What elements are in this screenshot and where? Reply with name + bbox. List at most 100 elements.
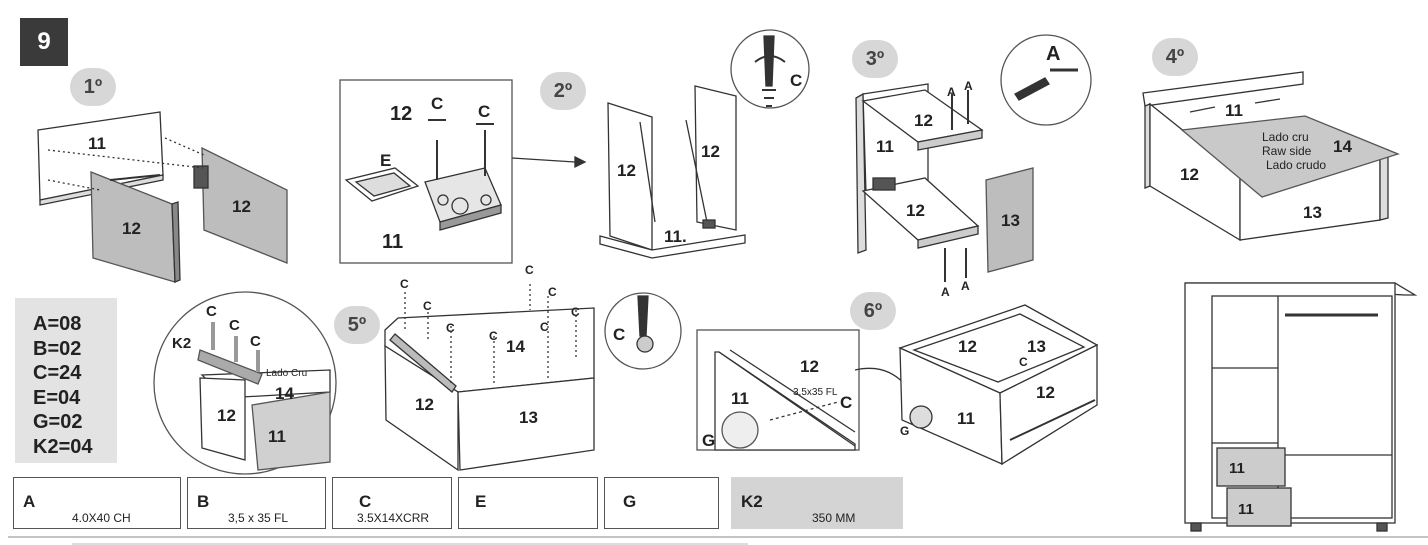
part-spec: 4.0X40 CH bbox=[72, 511, 131, 525]
part-box-b: B 3,5 x 35 FL bbox=[187, 477, 326, 529]
step4-drawing bbox=[1142, 71, 1400, 242]
hardware-label-c: C bbox=[478, 102, 491, 121]
hardware-label-c: C bbox=[423, 299, 432, 313]
quantity-item: C=24 bbox=[33, 362, 82, 384]
hardware-label-c: C bbox=[400, 277, 409, 291]
raw-side-note: Lado crudo bbox=[1266, 158, 1327, 172]
hardware-label-c: C bbox=[229, 317, 240, 334]
screw-spec-note: 3,5x35 FL bbox=[793, 387, 838, 398]
hardware-label-c: C bbox=[431, 94, 444, 113]
hardware-label-c: C bbox=[790, 71, 803, 90]
part-label-11: 11 bbox=[1225, 101, 1243, 120]
hardware-label-c: C bbox=[571, 305, 580, 319]
step6-drawing bbox=[898, 304, 1099, 466]
part-label-12: 12 bbox=[906, 201, 925, 220]
hardware-label-e: E bbox=[380, 151, 392, 170]
part-spec: 3.5X14XCRR bbox=[357, 511, 430, 525]
hardware-label-g: G bbox=[900, 424, 910, 438]
step3-drawing bbox=[855, 34, 1092, 282]
part-code: E bbox=[475, 492, 487, 511]
hardware-label-c: C bbox=[613, 325, 626, 344]
hardware-label-c: C bbox=[1019, 355, 1028, 369]
part-spec: 350 MM bbox=[812, 511, 856, 525]
hardware-label-a: A bbox=[1046, 43, 1061, 65]
quantity-item: G=02 bbox=[33, 411, 83, 433]
hardware-label-c: C bbox=[446, 321, 455, 335]
step1-drawing bbox=[37, 111, 288, 283]
step-2-badge: 2º bbox=[540, 72, 586, 110]
hardware-label-c: C bbox=[206, 303, 217, 320]
part-box-c: C 3.5X14XCRR bbox=[332, 477, 452, 529]
part-label-12: 12 bbox=[415, 395, 434, 414]
part-label-12: 12 bbox=[390, 103, 413, 125]
part-code: C bbox=[359, 492, 372, 511]
hardware-label-a: A bbox=[961, 279, 970, 293]
raw-side-note: Raw side bbox=[1262, 144, 1312, 158]
part-label-14: 14 bbox=[275, 384, 294, 403]
part-code: B bbox=[197, 492, 210, 511]
part-label-11: 11 bbox=[957, 409, 975, 428]
part-label-12: 12 bbox=[800, 357, 819, 376]
step2-detail bbox=[339, 79, 587, 264]
part-label-11: 11 bbox=[88, 134, 106, 153]
part-label-12: 12 bbox=[914, 111, 933, 130]
step5-drawing bbox=[384, 284, 682, 472]
part-label-11: 11. bbox=[664, 227, 687, 246]
step-1-badge: 1º bbox=[70, 68, 116, 106]
hardware-label-c: C bbox=[489, 329, 498, 343]
part-label-12: 12 bbox=[701, 142, 720, 161]
hardware-label-c: C bbox=[840, 393, 853, 412]
raw-side-note: Lado Cru bbox=[266, 368, 308, 379]
part-code: G bbox=[623, 492, 637, 511]
hardware-label-a: A bbox=[941, 285, 950, 299]
part-label-13: 13 bbox=[1027, 337, 1046, 356]
hardware-label-a: A bbox=[947, 85, 956, 99]
hardware-label-a: A bbox=[964, 79, 973, 93]
hardware-label-c: C bbox=[525, 263, 534, 277]
part-label-14: 14 bbox=[506, 337, 525, 356]
hardware-label-g: G bbox=[702, 431, 716, 450]
part-box-g: G bbox=[604, 477, 719, 529]
step-3-badge: 3º bbox=[852, 40, 898, 78]
part-label-11: 11 bbox=[1238, 501, 1254, 518]
hardware-label-k2: K2 bbox=[172, 335, 192, 352]
part-label-13: 13 bbox=[1001, 211, 1020, 230]
hardware-label-c: C bbox=[540, 320, 549, 334]
part-code: A bbox=[23, 492, 36, 511]
step-4-badge: 4º bbox=[1152, 38, 1198, 76]
part-label-11: 11 bbox=[1229, 460, 1245, 477]
part-label-11: 11 bbox=[731, 389, 749, 408]
hardware-label-c: C bbox=[250, 333, 261, 350]
part-label-11: 11 bbox=[382, 231, 404, 253]
part-spec: 3,5 x 35 FL bbox=[228, 511, 289, 525]
part-box-e: E bbox=[458, 477, 598, 529]
k2-detail-circle bbox=[153, 291, 337, 475]
quantity-item: A=08 bbox=[33, 313, 82, 335]
part-box-k2: K2 350 MM bbox=[731, 477, 903, 529]
part-label-14: 14 bbox=[1333, 137, 1352, 156]
step2-drawing bbox=[599, 29, 810, 259]
part-label-12: 12 bbox=[617, 161, 636, 180]
part-label-12: 12 bbox=[217, 406, 236, 425]
quantity-item: B=02 bbox=[33, 337, 82, 360]
part-label-12: 12 bbox=[122, 219, 141, 238]
part-label-13: 13 bbox=[1303, 203, 1322, 222]
step-6-badge: 6º bbox=[850, 292, 896, 330]
quantity-item: K2=04 bbox=[33, 435, 93, 458]
quantity-item: E=04 bbox=[33, 386, 81, 409]
hardware-label-c: C bbox=[548, 285, 557, 299]
part-label-12: 12 bbox=[958, 337, 977, 356]
wardrobe-drawing bbox=[1184, 282, 1418, 532]
step-5-badge: 5º bbox=[334, 306, 380, 344]
part-box-a: A 4.0X40 CH bbox=[13, 477, 181, 529]
hardware-quantity-list: A=08 B=02 C=24 E=04 G=02 K2=04 bbox=[15, 298, 117, 463]
part-code: K2 bbox=[741, 492, 763, 511]
part-label-12: 12 bbox=[232, 197, 251, 216]
part-label-11: 11 bbox=[268, 427, 286, 446]
part-label-13: 13 bbox=[519, 408, 538, 427]
raw-side-note: Lado cru bbox=[1262, 130, 1309, 144]
part-label-12: 12 bbox=[1180, 165, 1199, 184]
part-label-12: 12 bbox=[1036, 383, 1055, 402]
